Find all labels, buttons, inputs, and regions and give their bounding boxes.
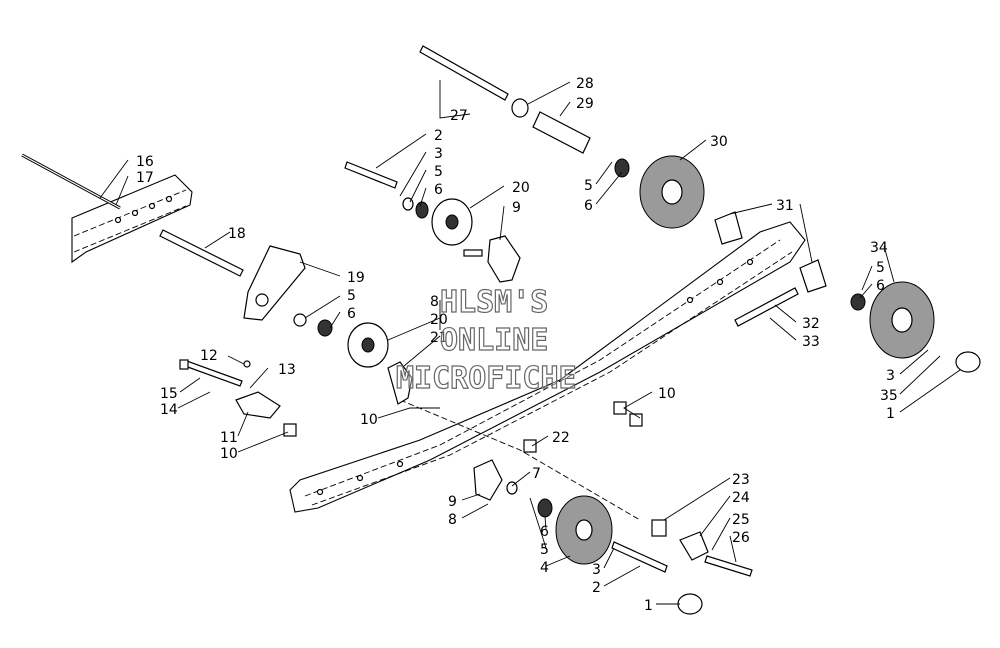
bearing-6-upper xyxy=(614,158,630,178)
cap-1-right xyxy=(955,351,981,373)
hub-31-lower xyxy=(799,259,827,293)
callout-21: 21 xyxy=(430,330,448,346)
callout-labels: 16 17 18 19 5 6 12 13 15 14 11 10 2 3 5 … xyxy=(136,76,898,614)
callout-3: 3 xyxy=(434,146,443,162)
callout-5: 5 xyxy=(876,260,885,276)
bolt-8-center xyxy=(463,249,483,257)
watermark-line-2: ONLINE xyxy=(440,323,548,358)
bearing-6-center xyxy=(415,201,429,219)
nut-10-left xyxy=(283,423,297,437)
callout-11: 11 xyxy=(220,430,238,446)
bracket-11 xyxy=(235,391,281,419)
watermark-line-1: HLSM'S xyxy=(440,285,548,320)
callout-34: 34 xyxy=(870,240,888,256)
cross-shaft-18 xyxy=(159,229,244,277)
callout-7: 7 xyxy=(532,466,541,482)
callout-1: 1 xyxy=(886,406,895,422)
cap-1-lower xyxy=(677,593,703,615)
bolt-26 xyxy=(704,555,753,577)
callout-3: 3 xyxy=(592,562,601,578)
bracket-24 xyxy=(679,531,709,561)
callout-5: 5 xyxy=(584,178,593,194)
hub-31-upper xyxy=(714,211,743,245)
watermark: HLSM'S ONLINE MICROFICHE xyxy=(395,284,577,396)
callout-25: 25 xyxy=(732,512,750,528)
right-slide-rail xyxy=(289,221,806,513)
callout-8: 8 xyxy=(448,512,457,528)
bearing-6-lower xyxy=(537,498,553,518)
callout-20: 20 xyxy=(430,312,448,328)
spacer-29 xyxy=(532,111,591,154)
wheel-30 xyxy=(639,155,705,229)
callout-19: 19 xyxy=(347,270,365,286)
pivot-arm-19 xyxy=(243,245,306,321)
callout-23: 23 xyxy=(732,472,750,488)
callout-35: 35 xyxy=(880,388,898,404)
bearing-6-right xyxy=(850,293,866,311)
callout-10: 10 xyxy=(658,386,676,402)
callout-24: 24 xyxy=(732,490,750,506)
spacer-23 xyxy=(651,519,667,537)
upper-axle-27 xyxy=(419,45,509,101)
callout-10: 10 xyxy=(360,412,378,428)
bolt-33 xyxy=(734,287,799,327)
bolt-15-left xyxy=(179,359,243,387)
wheel-20-left xyxy=(347,322,389,368)
callout-32: 32 xyxy=(802,316,820,332)
callout-3: 3 xyxy=(886,368,895,384)
callout-9: 9 xyxy=(512,200,521,216)
callout-9: 9 xyxy=(448,494,457,510)
callout-29: 29 xyxy=(576,96,594,112)
callout-16: 16 xyxy=(136,154,154,170)
callout-6: 6 xyxy=(876,278,885,294)
callout-5: 5 xyxy=(434,164,443,180)
bolt-2-lower xyxy=(611,541,668,573)
callout-15: 15 xyxy=(160,386,178,402)
washer-7 xyxy=(506,481,518,495)
washer-5-left xyxy=(293,313,307,327)
callout-31: 31 xyxy=(776,198,794,214)
callout-27: 27 xyxy=(450,108,468,124)
callout-14: 14 xyxy=(160,402,178,418)
callout-6: 6 xyxy=(347,306,356,322)
callout-6: 6 xyxy=(434,182,443,198)
callout-6: 6 xyxy=(540,524,549,540)
wheel-20-center xyxy=(431,198,473,246)
front-axle-16 xyxy=(21,153,121,210)
bearing-6-left xyxy=(317,319,333,337)
callout-5: 5 xyxy=(540,542,549,558)
bolt-2-center xyxy=(344,161,398,189)
wheel-4 xyxy=(555,495,613,565)
watermark-line-3: MICROFICHE xyxy=(396,361,577,396)
callout-20: 20 xyxy=(512,180,530,196)
callout-17: 17 xyxy=(136,170,154,186)
leader-lines xyxy=(99,80,961,605)
left-slide-rail xyxy=(71,174,193,264)
callout-5: 5 xyxy=(347,288,356,304)
callout-33: 33 xyxy=(802,334,820,350)
callout-28: 28 xyxy=(576,76,594,92)
callout-1: 1 xyxy=(644,598,653,614)
long-shaft-lower xyxy=(399,399,641,521)
callout-18: 18 xyxy=(228,226,246,242)
pin-12 xyxy=(243,360,251,368)
callout-2: 2 xyxy=(434,128,443,144)
callout-12: 12 xyxy=(200,348,218,364)
callout-4: 4 xyxy=(540,560,549,576)
washer-28 xyxy=(511,98,529,118)
callout-26: 26 xyxy=(732,530,750,546)
bracket-9-center xyxy=(487,235,521,283)
callout-10: 10 xyxy=(220,446,238,462)
bracket-21 xyxy=(387,361,413,405)
nut-22 xyxy=(523,439,537,453)
callout-8: 8 xyxy=(430,294,439,310)
callout-13: 13 xyxy=(278,362,296,378)
callout-30: 30 xyxy=(710,134,728,150)
wheel-34 xyxy=(869,281,935,359)
callout-2: 2 xyxy=(592,580,601,596)
callout-22: 22 xyxy=(552,430,570,446)
bracket-9-lower xyxy=(473,459,503,501)
callout-6: 6 xyxy=(584,198,593,214)
